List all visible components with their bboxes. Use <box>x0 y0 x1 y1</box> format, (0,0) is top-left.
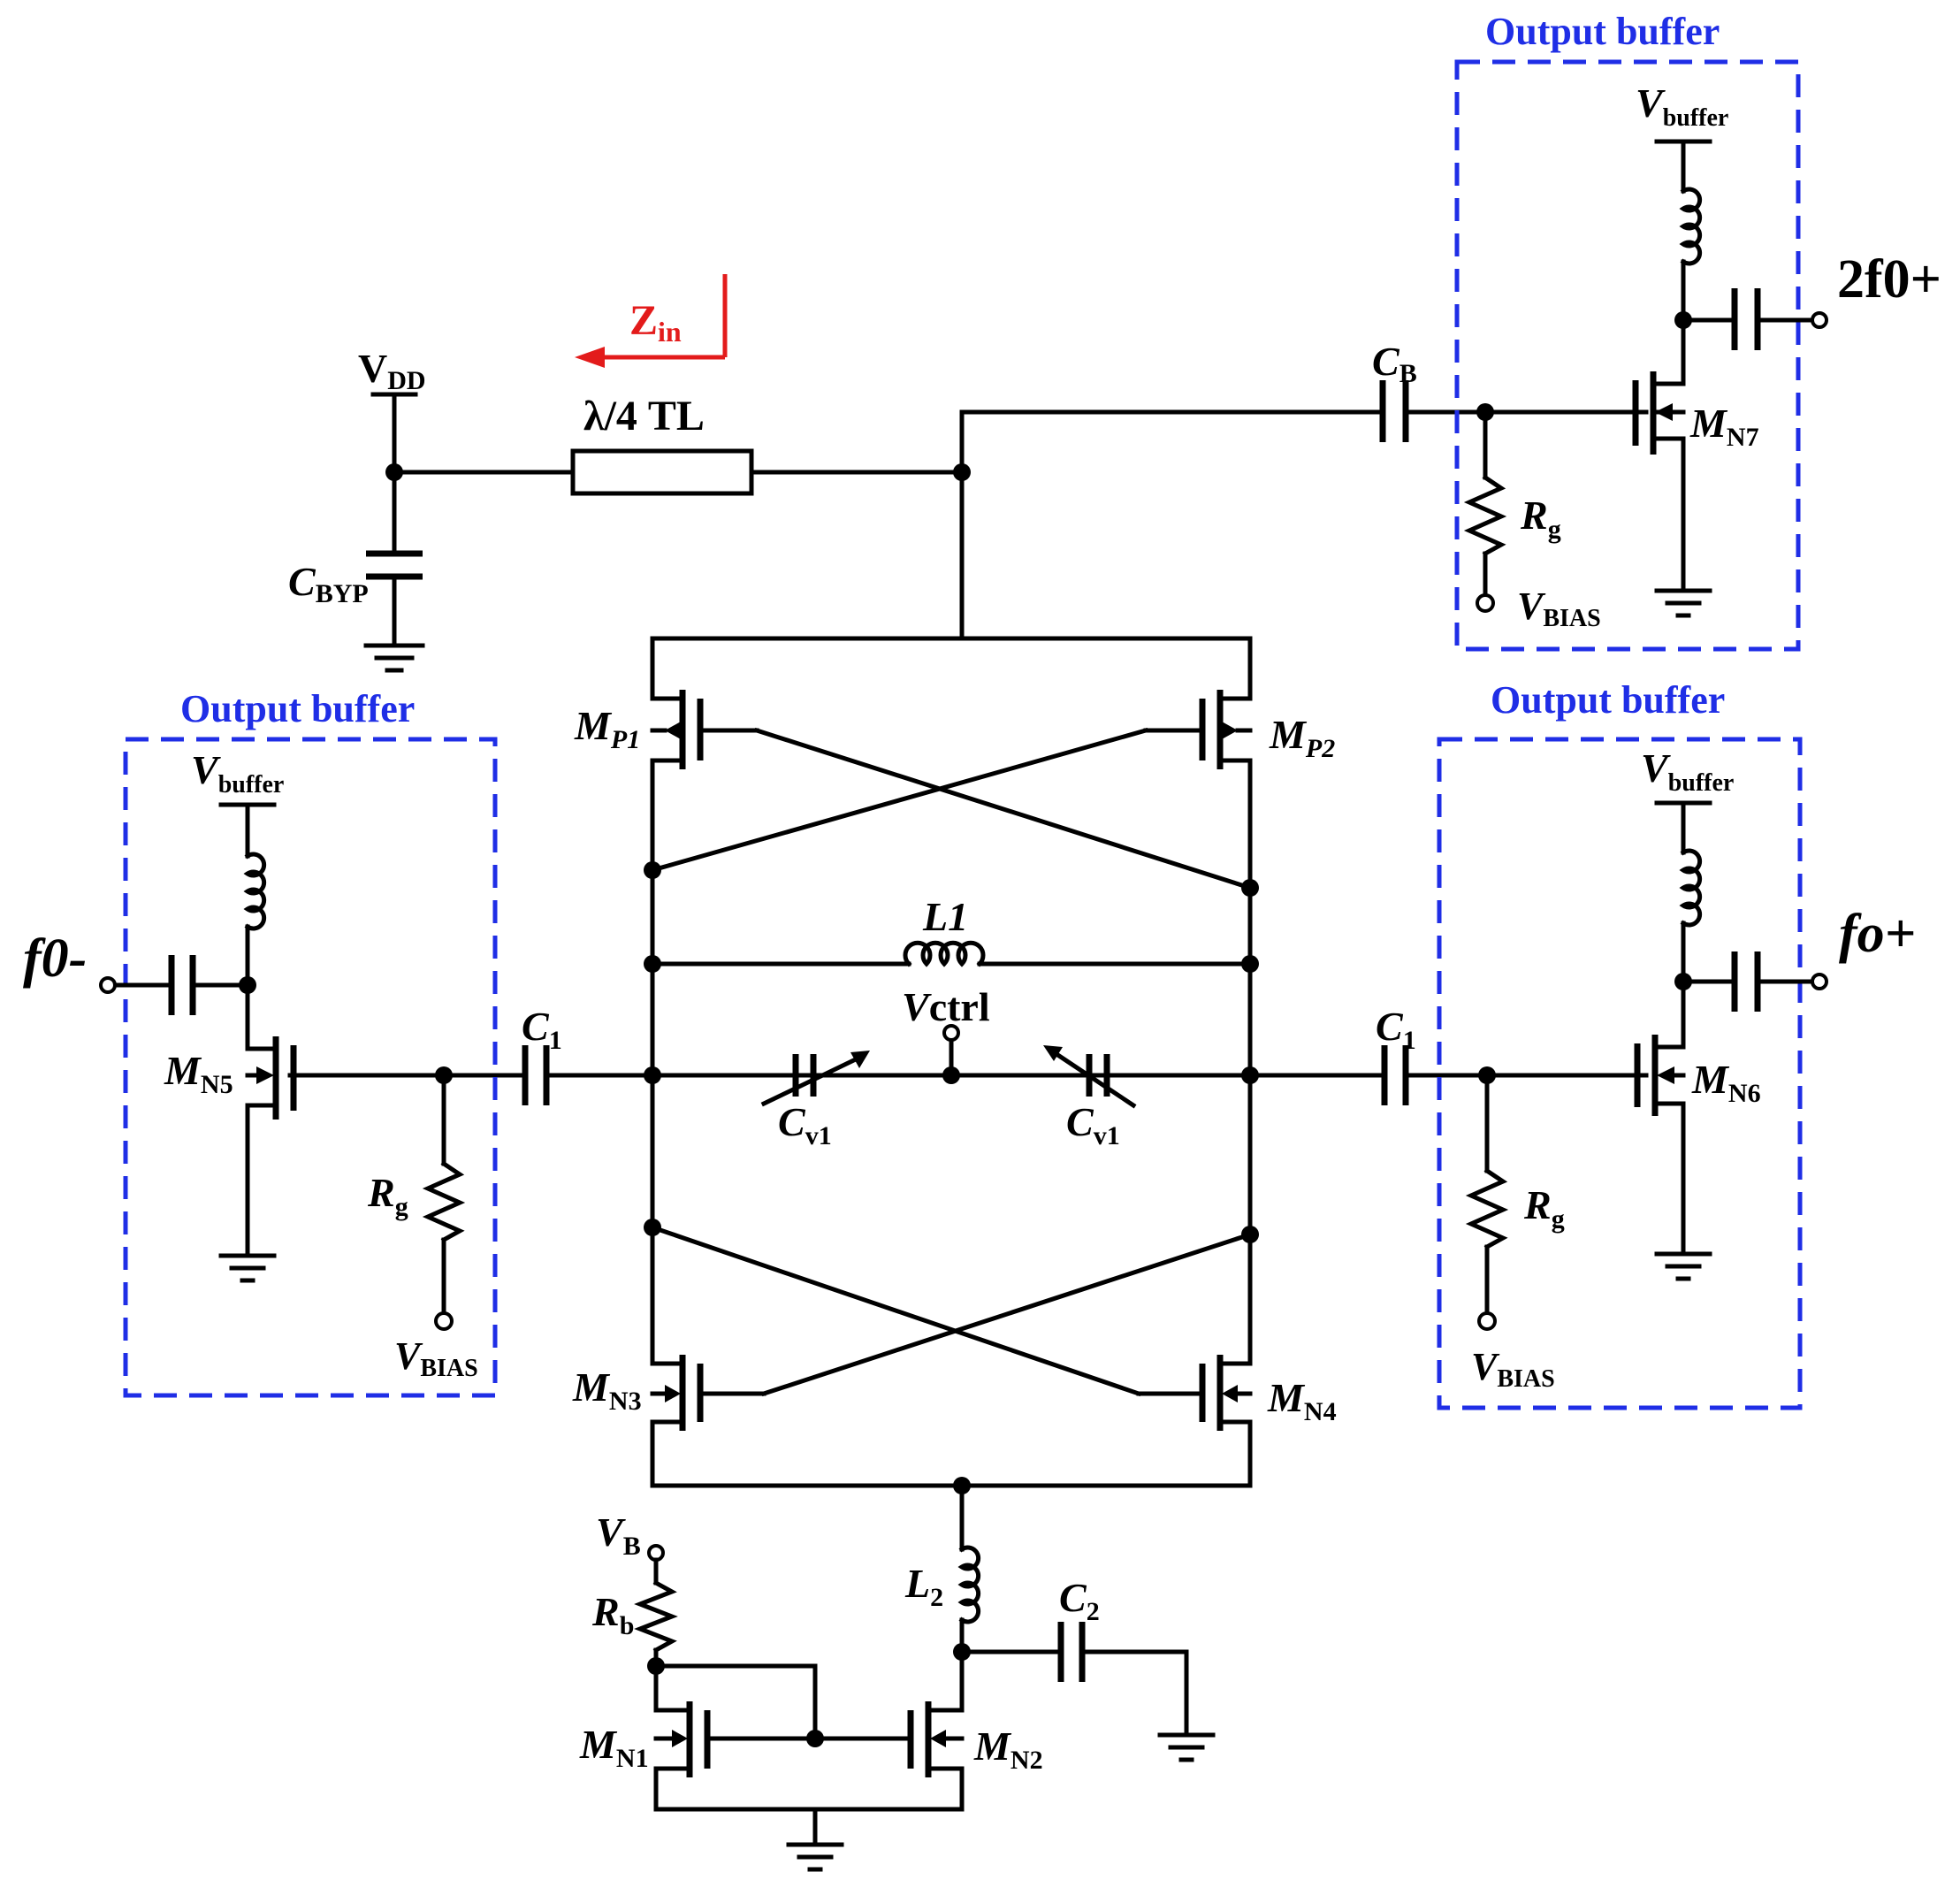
vctrl-label: Vctrl <box>902 984 990 1029</box>
bias-resistor-rb <box>634 1544 818 1741</box>
transistor-mn1 <box>653 1663 913 1812</box>
output-f0-minus-label: f0- <box>23 929 87 989</box>
cbyp-label: CBYP <box>288 559 369 608</box>
transistor-mn4 <box>1136 1211 1253 1488</box>
output-buffer-label-right: Output buffer <box>1491 678 1725 722</box>
output-2f0-label: 2f0+ <box>1837 249 1941 310</box>
cv1-label-right: Cv1 <box>1066 1099 1120 1150</box>
transistor-mn2 <box>907 1649 965 1812</box>
vdd-rail <box>370 392 576 554</box>
rg-label-right: Rg <box>1523 1182 1565 1234</box>
mirror-gate-node <box>806 1730 824 1747</box>
l2-label: L2 <box>904 1561 943 1612</box>
core-supply-node <box>953 409 1382 641</box>
output-buffer-box-top <box>1454 59 1801 652</box>
varactor-pair <box>644 1024 1259 1109</box>
bypass-capacitor <box>363 550 425 673</box>
transistor-mn7 <box>1624 317 1712 618</box>
buffer-top-supply <box>1654 139 1828 350</box>
transistor-mp1 <box>650 690 759 1216</box>
c1-label-left: C1 <box>522 1004 562 1055</box>
buffer-top-rg-branch <box>1463 403 1507 613</box>
vbuffer-label-top: Vbuffer <box>1636 80 1728 132</box>
core-bottom-rail <box>650 1477 1253 1552</box>
mn5-label: MN5 <box>164 1048 233 1099</box>
core-top-rail <box>650 636 1253 701</box>
mn6-label: MN6 <box>1691 1057 1761 1108</box>
output-buffer-label-left: Output buffer <box>180 687 415 730</box>
coupling-capacitor-c1-left <box>287 1045 655 1105</box>
mn4-label: MN4 <box>1267 1375 1337 1426</box>
inductor-l2 <box>953 1545 981 1661</box>
vbias-label-top: VBIAS <box>1517 585 1601 632</box>
zin-label: Zin <box>629 297 682 348</box>
transistor-mp2 <box>1143 690 1253 1216</box>
l1-label: L1 <box>922 894 968 939</box>
rg-label-top: Rg <box>1520 493 1561 544</box>
output-f0-plus-label: fo+ <box>1839 904 1916 964</box>
buffer-left-supply <box>99 802 277 1015</box>
capacitor-c2 <box>959 1622 1216 1762</box>
c1-label-right: C1 <box>1376 1004 1416 1055</box>
output-buffer-label-top: Output buffer <box>1485 10 1720 53</box>
tl-label: λ/4 TL <box>583 393 705 439</box>
vb-label: VB <box>596 1509 641 1561</box>
mn1-label: MN1 <box>579 1722 649 1773</box>
nmos-cross-coupling <box>644 1219 1259 1397</box>
coupling-capacitor-c1-right <box>1247 1045 1649 1105</box>
mn2-label: MN2 <box>973 1723 1043 1775</box>
output-buffer-box-left <box>123 737 498 1398</box>
vbuffer-label-right: Vbuffer <box>1641 745 1734 797</box>
transistor-mn6 <box>1634 979 1712 1281</box>
transistor-mn5 <box>218 982 297 1283</box>
mp1-label: MP1 <box>574 703 640 754</box>
cv1-label-left: Cv1 <box>778 1099 832 1150</box>
inductor-l1 <box>644 940 1259 973</box>
c2-label: C2 <box>1059 1575 1100 1626</box>
transistor-mn3 <box>650 1211 766 1488</box>
buffer-right-rg-branch <box>1465 1066 1509 1331</box>
cb-label: CB <box>1372 339 1417 388</box>
vbias-label-right: VBIAS <box>1471 1345 1555 1393</box>
output-buffer-box-right <box>1437 737 1803 1410</box>
rb-label: Rb <box>591 1589 634 1640</box>
pmos-cross-coupling <box>644 727 1259 897</box>
transmission-line <box>570 448 965 496</box>
buffer-right-supply <box>1654 800 1828 1012</box>
coupling-capacitor-cb <box>1379 380 1649 442</box>
rg-label-left: Rg <box>367 1170 408 1221</box>
vdd-label: VDD <box>358 346 426 395</box>
mp2-label: MP2 <box>1269 712 1335 763</box>
zin-arrow <box>575 274 728 368</box>
mirror-ground <box>653 1807 965 1872</box>
buffer-left-rg-branch <box>422 1066 466 1331</box>
vbuffer-label-left: Vbuffer <box>191 747 284 799</box>
mn3-label: MN3 <box>572 1364 642 1416</box>
mn7-label: MN7 <box>1689 401 1759 452</box>
vbias-label-left: VBIAS <box>394 1334 478 1382</box>
